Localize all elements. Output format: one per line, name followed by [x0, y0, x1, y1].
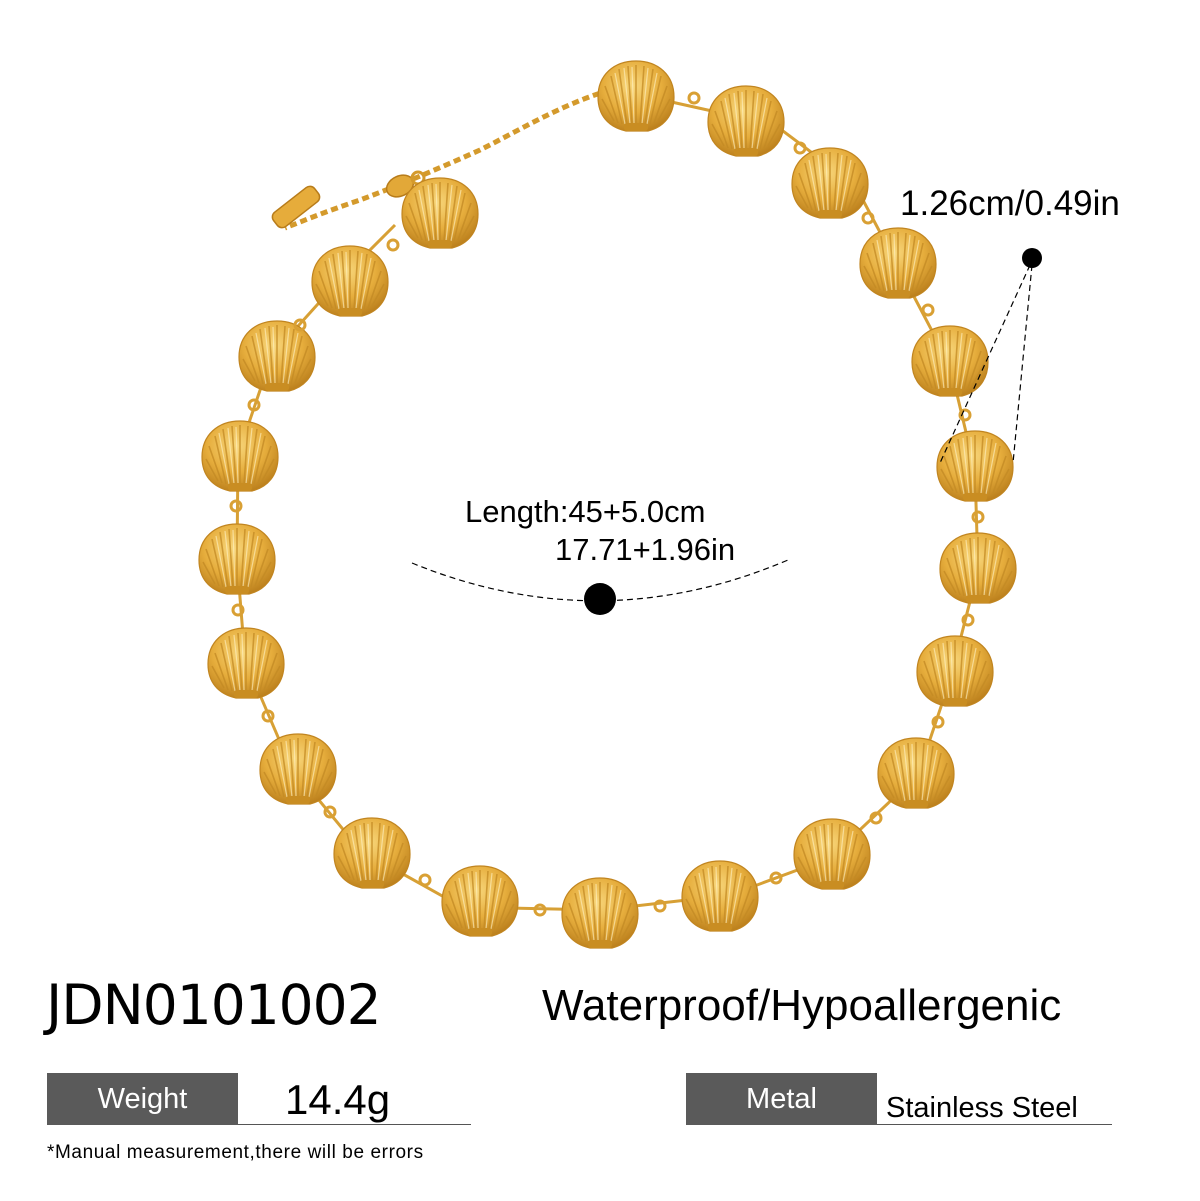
extender-tag [271, 185, 321, 229]
metal-label: Metal [686, 1073, 877, 1125]
length-in-label: 17.71+1.96in [555, 532, 736, 567]
length-cm-label: Length:45+5.0cm [465, 494, 706, 529]
extender-chain [284, 87, 611, 231]
weight-label: Weight [47, 1073, 238, 1125]
weight-value: 14.4g [285, 1076, 391, 1123]
weight-underline [238, 1124, 471, 1125]
measurement-disclaimer: *Manual measurement,there will be errors [47, 1142, 424, 1163]
pendant-size-dot [1022, 248, 1042, 268]
pendant-size-line-left [939, 264, 1031, 464]
pendant-size-label: 1.26cm/0.49in [900, 184, 1120, 223]
product-features: Waterproof/Hypoallergenic [542, 981, 1062, 1030]
metal-value: Stainless Steel [886, 1092, 1078, 1124]
weight-spec: Weight 14.4g [47, 1073, 471, 1125]
metal-underline [877, 1124, 1112, 1125]
pendant-size-line-right [1012, 264, 1033, 464]
product-sku: JDN0101002 [46, 973, 382, 1037]
metal-spec: Metal Stainless Steel [686, 1073, 1112, 1125]
length-indicator-dot [584, 583, 616, 615]
